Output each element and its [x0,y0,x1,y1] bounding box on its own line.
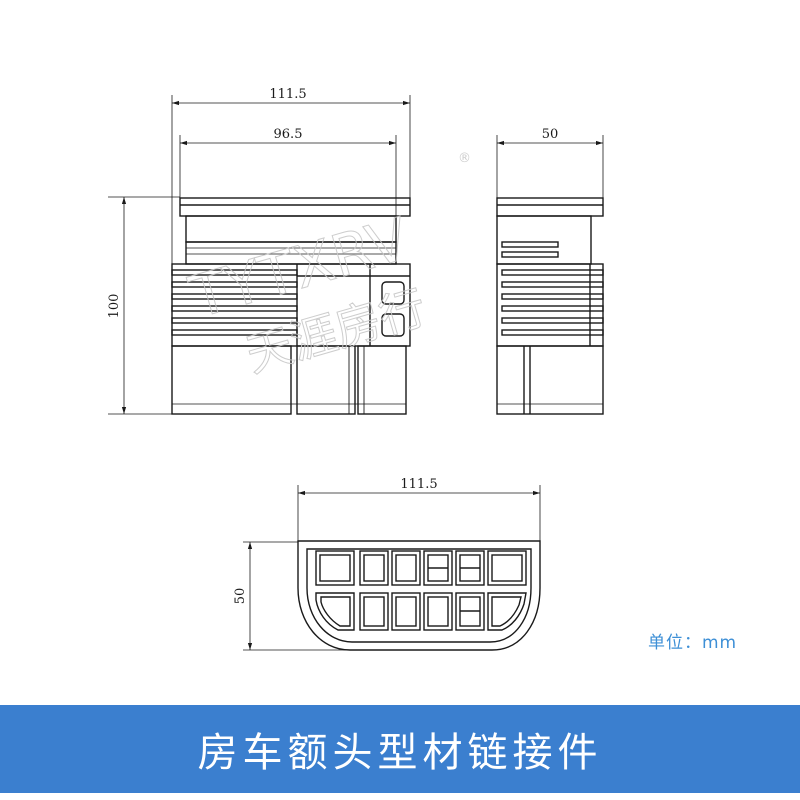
page-title: 房车额头型材链接件 [197,730,603,776]
dim-side-width: 50 [542,127,559,142]
dim-height: 100 [107,294,122,319]
watermark-logo: TYTXRV 天涯房行 ® [182,151,471,383]
title-banner: 房车额头型材链接件 [0,705,800,793]
unit-label: 单位：mm [648,633,738,653]
dim-front-inner-width: 96.5 [274,127,303,142]
bottom-dimension-lines [243,485,541,651]
front-dimension-lines [108,95,411,415]
dim-bottom-depth: 50 [233,588,248,605]
dim-front-width: 111.5 [269,87,306,102]
bottom-view [297,540,541,651]
side-dimension-lines [496,135,604,198]
dim-bottom-width: 111.5 [400,477,437,492]
registered-mark: ® [458,151,471,166]
front-view [171,197,411,415]
side-view [496,197,604,415]
